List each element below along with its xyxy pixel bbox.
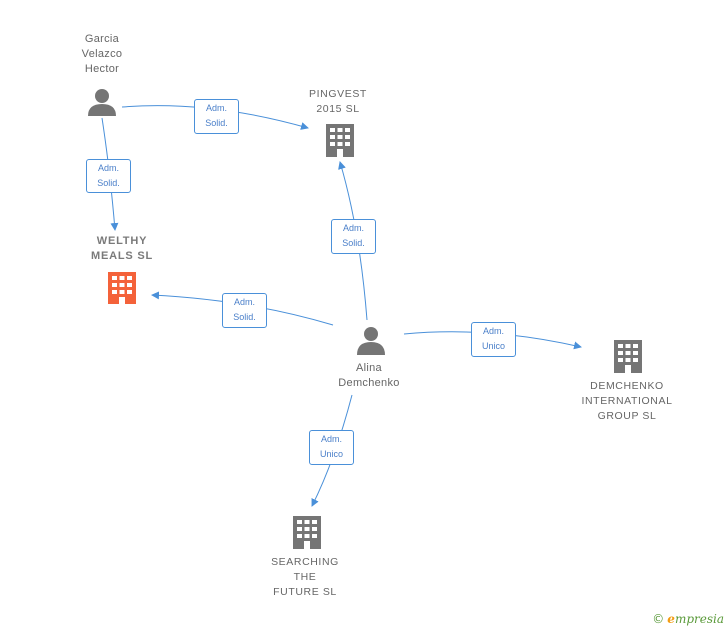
edge-role: Adm. [205,103,227,113]
empresia-brand: ©empresia [652,612,724,626]
edge-label-alina-welthy: Adm. Solid. [222,293,267,328]
edge-role-type: Unico [319,449,343,459]
brand-initial: e [667,612,675,626]
edge-role-type: Solid. [97,178,120,188]
edge-role: Adm. [482,326,504,336]
edge-label-garcia-pingvest: Adm. Solid. [194,99,239,134]
edge-label-garcia-welthy: Adm. Solid. [86,159,131,193]
building-icon-pingvest[interactable] [326,124,354,157]
node-label-alina[interactable]: Alina Demchenko [338,362,400,389]
edge-role: Adm. [342,223,364,233]
node-label-garcia[interactable]: Garcia Velazco Hector [81,33,123,75]
person-icon-alina[interactable] [357,327,385,355]
brand-name: mpresia [674,612,724,626]
copyright-icon: © [652,612,665,626]
node-label-searching[interactable]: SEARCHING THE FUTURE SL [271,556,339,598]
person-icon-garcia[interactable] [88,89,116,116]
edge-label-alina-searching: Adm. Unico [309,430,354,465]
node-label-welthy[interactable]: WELTHY MEALS SL [90,235,153,262]
building-icon-searching[interactable] [293,516,321,549]
node-label-pingvest[interactable]: PINGVEST 2015 SL [309,88,367,115]
edge-label-alina-demchenko: Adm. Unico [471,322,516,357]
edge-role: Adm. [320,434,342,444]
edge-label-alina-pingvest: Adm. Solid. [331,219,376,254]
edge-role-type: Solid. [205,118,228,128]
edge-role: Adm. [97,163,119,173]
edge-role-type: Solid. [342,238,365,248]
edge-role-type: Solid. [233,312,256,322]
node-label-demchenko[interactable]: DEMCHENKO INTERNATIONAL GROUP SL [581,380,673,422]
building-icon-demchenko[interactable] [614,340,642,373]
building-icon-welthy[interactable] [108,272,136,304]
edge-role: Adm. [233,297,255,307]
edge-role-type: Unico [481,341,505,351]
